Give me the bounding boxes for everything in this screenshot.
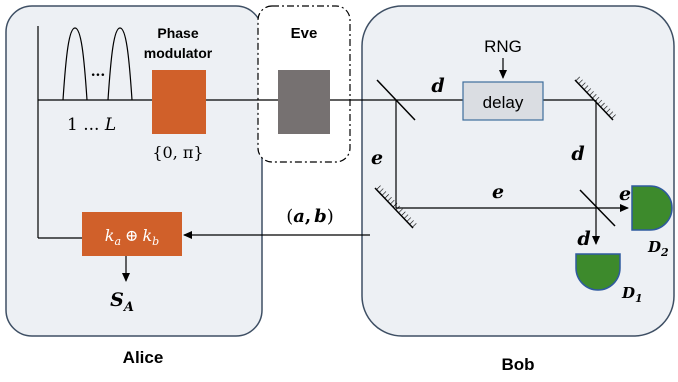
svg-text:ka⊕kb: ka⊕kb: [105, 226, 159, 248]
phase-set-label: {0, π}: [152, 143, 203, 162]
path-label-d-bottom: d: [577, 228, 590, 250]
alice-secret-key: SA: [110, 289, 134, 315]
eve-label: Eve: [291, 25, 318, 42]
phase-modulator-label-1: Phase: [157, 25, 198, 41]
detector-d1-label: D1: [621, 284, 643, 305]
eve: Eve: [278, 25, 330, 134]
pulse-range-label: 1 ... L: [67, 115, 116, 135]
pulse-1: [62, 27, 88, 101]
detector-d2: [631, 185, 673, 231]
pulse-train: ... 1 ... L: [37, 26, 152, 238]
svg-text:delay: delay: [483, 93, 524, 112]
key-box: ka⊕kb: [82, 212, 182, 256]
pulse-dots: ...: [91, 64, 106, 80]
path-label-e-mid: e: [492, 181, 504, 203]
path-label-d-right: d: [571, 143, 584, 165]
detector-d2-label: D2: [647, 238, 669, 259]
path-label-d-top: d: [431, 75, 444, 97]
phase-modulator-label-2: modulator: [144, 45, 213, 61]
pulse-L: [107, 27, 133, 101]
eve-box: [278, 70, 330, 134]
classical-channel-label: (a,b): [286, 206, 334, 227]
bob-label: Bob: [501, 355, 534, 374]
alice-panel: [5, 5, 263, 337]
alice-label: Alice: [123, 348, 164, 367]
delay-box: delay: [462, 81, 544, 121]
phase-modulator: Phase modulator {0, π}: [144, 25, 213, 162]
path-label-e-left: e: [371, 147, 383, 169]
path-label-e-right: e: [619, 183, 631, 205]
rng-label: RNG: [484, 37, 522, 56]
detector-d1: [575, 253, 621, 291]
